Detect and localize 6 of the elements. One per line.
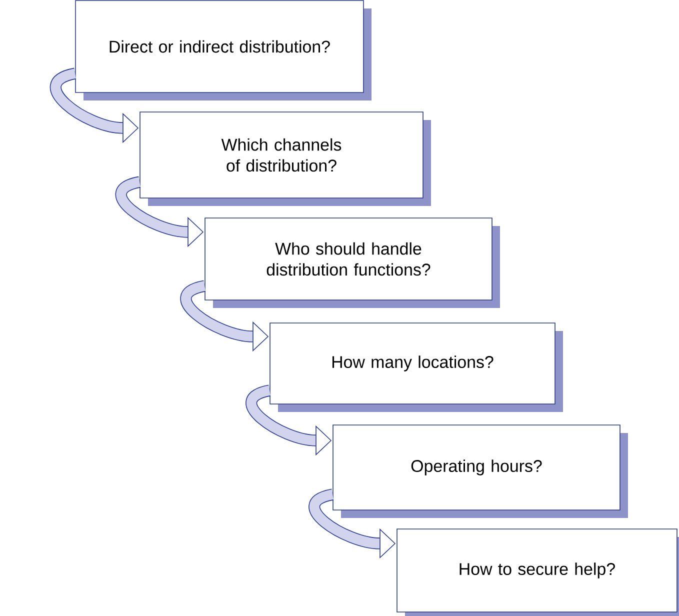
question-box: Who should handle distribution functions? — [204, 218, 500, 308]
question-box: Which channels of distribution? — [140, 112, 431, 206]
question-box: How many locations? — [270, 322, 563, 412]
question-box: Operating hours? — [332, 424, 628, 518]
question-box: How to secure help? — [396, 528, 679, 616]
question-box: Direct or indirect distribution? — [75, 0, 372, 100]
